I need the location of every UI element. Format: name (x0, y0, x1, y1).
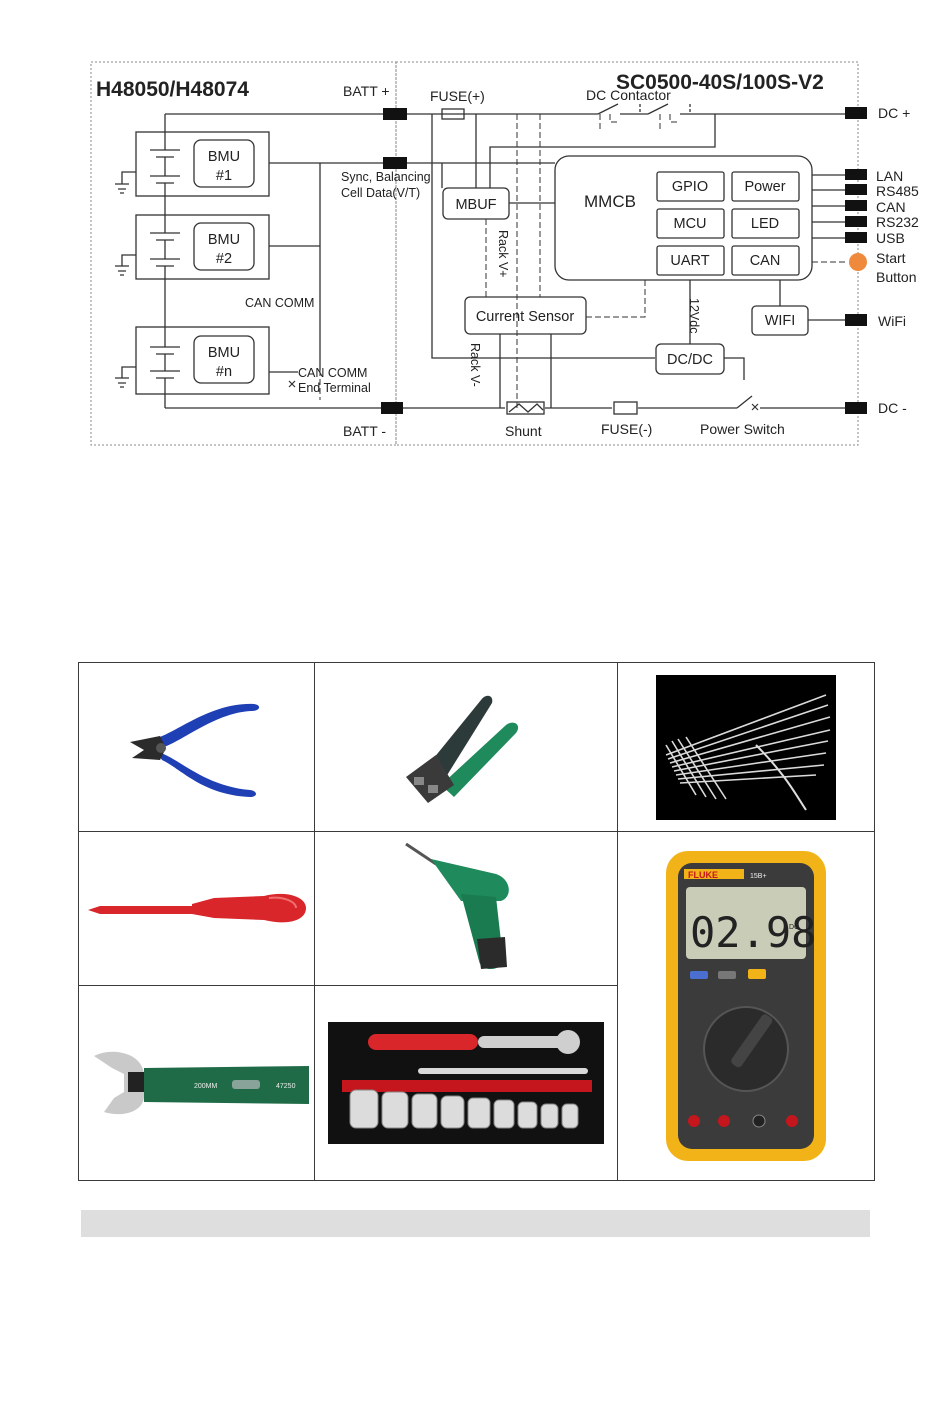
12vdc-label: 12Vdc (687, 298, 701, 333)
tool-cell-electric-screwdriver (314, 831, 618, 986)
power-label: Power (744, 179, 785, 195)
bmu-2-number: #2 (216, 251, 232, 267)
can-comm-end-label-2: End Terminal (298, 381, 371, 395)
gpio-label: GPIO (672, 179, 708, 195)
bmu-1-label: BMU (208, 149, 240, 165)
electric-screwdriver-icon (405, 842, 509, 969)
port-rs485-label: RS485 (876, 183, 919, 199)
tools-table: FLUKE 15B+ 02.98 DC 2 (78, 662, 875, 1181)
current-sensor-box (464, 296, 587, 335)
tool-cell-cable-ties (617, 662, 875, 832)
led-label: LED (751, 216, 779, 232)
mbuf-label: MBUF (455, 197, 496, 213)
screwdriver-icon (88, 893, 306, 922)
multimeter-icon: FLUKE 15B+ 02.98 DC (665, 850, 826, 1161)
port-lan-label: LAN (876, 168, 903, 184)
dc-minus-label: DC - (878, 400, 907, 416)
battery-frame (90, 61, 397, 446)
multimeter-reading: 02.98 (690, 908, 816, 957)
uart-box (656, 245, 725, 276)
bmu-2-label: BMU (208, 232, 240, 248)
batt-minus-label: BATT - (343, 423, 386, 439)
battery-module-2 (135, 214, 270, 280)
wifi-box-label: WIFI (765, 313, 796, 329)
battery-module-1 (135, 131, 270, 197)
port-usb-label: USB (876, 230, 905, 246)
bmu-n-label: BMU (208, 345, 240, 361)
mmcb-box (554, 155, 813, 281)
left-title: H48050/H48074 (96, 78, 249, 101)
crimping-tool-icon (406, 695, 519, 803)
power-switch-label: Power Switch (700, 421, 785, 437)
controller-frame (395, 61, 859, 446)
rack-v-minus-label: Rack V- (468, 343, 482, 387)
can-comm-end-label-1: CAN COMM (298, 366, 367, 380)
socket-set-icon (328, 1022, 604, 1144)
tool-cell-crimper (314, 662, 618, 832)
led-box (731, 208, 800, 239)
bmu-1-number: #1 (216, 168, 232, 184)
port-rs232-label: RS232 (876, 214, 919, 230)
power-box (731, 171, 800, 202)
tool-cell-screwdriver (78, 831, 315, 986)
bmu-2-box (193, 222, 255, 271)
wifi-port-label: WiFi (878, 313, 906, 329)
adjustable-wrench-icon: 200MM 47250 (94, 1051, 309, 1114)
gpio-box (656, 171, 725, 202)
wrench-code-label: 47250 (276, 1083, 296, 1090)
start-label-2: Button (876, 269, 916, 285)
fuse-minus-label: FUSE(-) (601, 421, 652, 437)
dc-contactor-label: DC Contactor (586, 87, 671, 103)
batt-plus-label: BATT + (343, 83, 390, 99)
cable-ties-icon (656, 674, 836, 820)
battery-module-n (135, 326, 270, 395)
tool-cell-multimeter: FLUKE 15B+ 02.98 DC (617, 831, 875, 1181)
wrench-size-label: 200MM (194, 1083, 218, 1090)
current-sensor-label: Current Sensor (476, 309, 574, 325)
port-can-label: CAN (876, 199, 906, 215)
fuse-plus-symbol (441, 108, 465, 120)
fuse-minus-symbol (613, 401, 638, 415)
can-box (731, 245, 800, 276)
wiring-diagram: H48050/H48074 SC0500-40S/100S-V2 BATT + … (90, 61, 919, 446)
tool-cell-wrench: 200MM 47250 (78, 985, 315, 1181)
mcu-box (656, 208, 725, 239)
bmu-n-number: #n (216, 364, 232, 380)
start-label-1: Start (876, 250, 906, 266)
uart-label: UART (670, 253, 709, 269)
mcu-label: MCU (673, 216, 706, 232)
rack-v-plus-label: Rack V+ (496, 230, 510, 278)
can-comm-label: CAN COMM (245, 296, 314, 310)
sync-label-2: Cell Data(V/T) (341, 186, 420, 200)
shunt-label: Shunt (505, 423, 542, 439)
bmu-1-box (193, 139, 255, 188)
tool-cell-socket-set (314, 985, 618, 1181)
dc-plus-label: DC + (878, 105, 910, 121)
tool-cell-pliers (78, 662, 315, 832)
mmcb-label: MMCB (584, 192, 636, 211)
fuse-plus-label: FUSE(+) (430, 88, 485, 104)
multimeter-unit: DC (789, 924, 799, 931)
multimeter-model: 15B+ (750, 873, 767, 880)
can-label: CAN (750, 253, 781, 269)
start-button-icon (849, 253, 867, 271)
bmu-n-box (193, 335, 255, 384)
diagonal-pliers-icon (129, 703, 259, 797)
shunt-symbol (506, 401, 545, 415)
right-title: SC0500-40S/100S-V2 (616, 71, 824, 94)
sync-label-1: Sync, Balancing (341, 170, 431, 184)
section-heading-bar (81, 1210, 870, 1237)
multimeter-brand: FLUKE (688, 870, 718, 880)
dcdc-label: DC/DC (667, 352, 713, 368)
